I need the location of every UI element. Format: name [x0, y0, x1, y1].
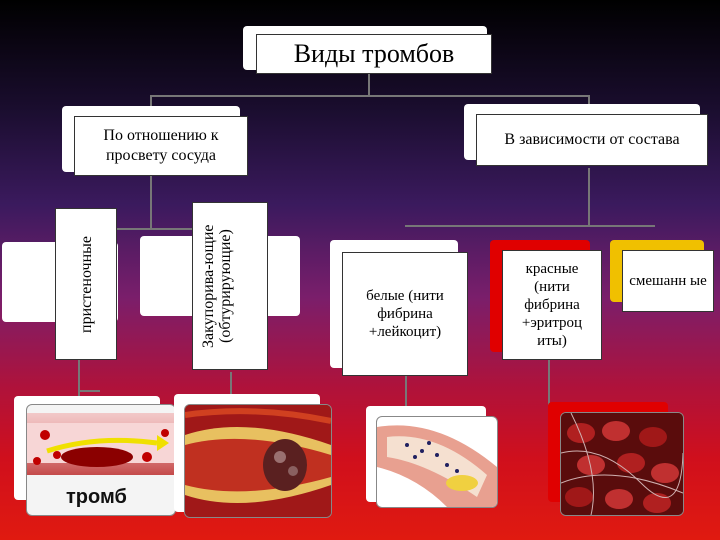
parietal-label: пристеночные — [77, 235, 95, 333]
occlusive-box: Закупорива-ющие (обтурирующие) — [192, 202, 268, 370]
category-by-composition: В зависимости от состава — [476, 114, 708, 166]
connector-lumen-horizontal — [88, 228, 212, 230]
red-thrombus-box: красные (нити фибрина +эритроц иты) — [502, 250, 602, 360]
red-thrombus-image — [560, 412, 684, 516]
connector-composition-down — [588, 168, 590, 226]
occlusive-label: Закупорива-ющие (обтурирующие) — [200, 224, 234, 348]
page-title: Виды тромбов — [256, 34, 492, 74]
connector-red-image — [548, 360, 550, 405]
connector-top-horizontal — [150, 95, 590, 97]
connector-occlusive-image — [230, 372, 232, 402]
connector-parietal-image — [78, 360, 80, 400]
connector-composition-horizontal — [405, 225, 655, 227]
connector-parietal-image-h — [78, 390, 100, 392]
parietal-thrombus-image — [26, 404, 176, 516]
connector-title — [368, 72, 370, 96]
occlusive-thrombus-image — [184, 404, 332, 518]
thrombus-caption: тромб — [66, 486, 127, 508]
mixed-thrombus-box: смешанн ые — [622, 250, 714, 312]
connector-lumen-down — [150, 168, 152, 228]
white-thrombus-image — [376, 416, 498, 508]
category-by-lumen: По отношению к просвету сосуда — [74, 116, 248, 176]
parietal-box: пристеночные — [55, 208, 117, 360]
connector-white-image — [405, 375, 407, 410]
white-thrombus-box: белые (нити фибрина +лейкоцит) — [342, 252, 468, 376]
